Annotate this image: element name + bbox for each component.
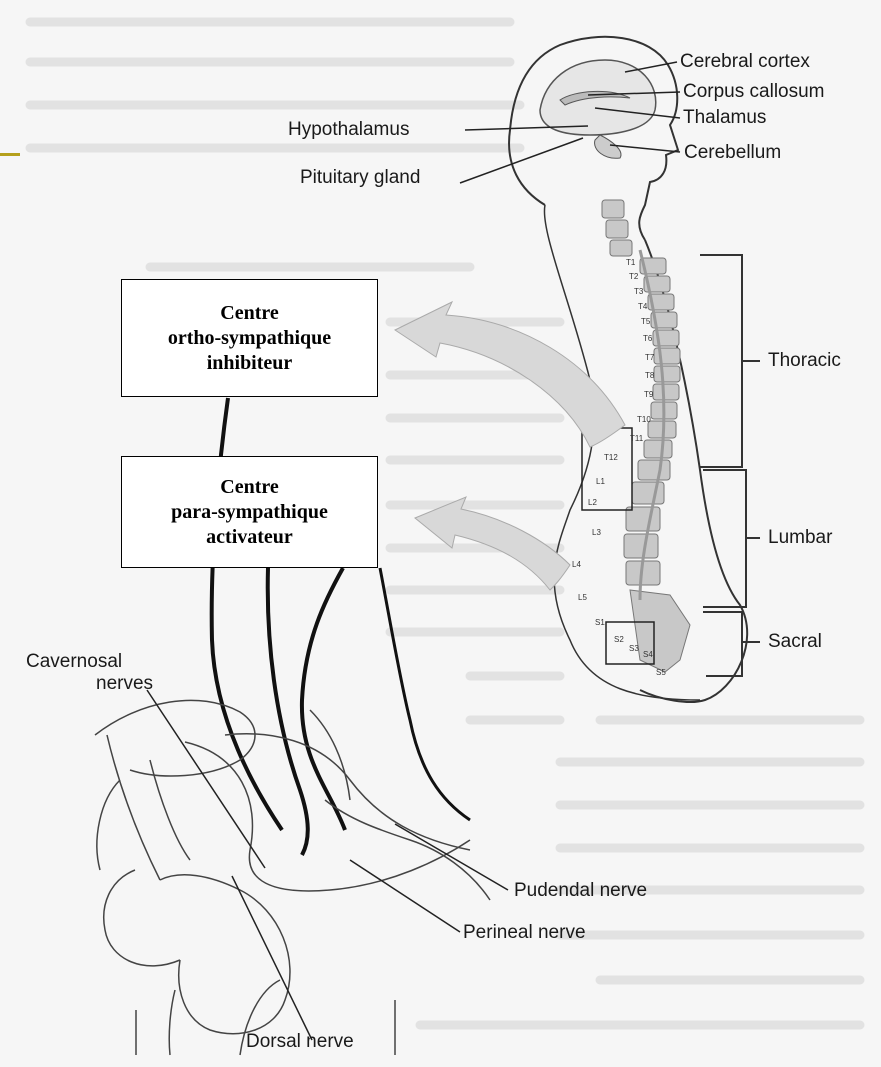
para-centre-line3: activateur — [122, 525, 377, 550]
sacral-bracket — [703, 612, 760, 676]
label-cerebellum: Cerebellum — [684, 143, 781, 162]
thoracic-bracket — [700, 255, 760, 467]
para-nerve-line-right — [302, 568, 345, 830]
vertebra-label: T5 — [641, 318, 650, 326]
vertebra-label: L5 — [578, 594, 587, 602]
vertebra-label: L1 — [596, 478, 605, 486]
ortho-centre-line2: ortho-sympathique — [122, 326, 377, 351]
label-dorsal-nerve: Dorsal nerve — [246, 1032, 354, 1051]
vertebra-label: L2 — [588, 499, 597, 507]
vertebra-label: T10 — [637, 416, 651, 424]
label-cavernosal-nerves-line1: Cavernosal — [26, 652, 122, 671]
label-pudendal-nerve: Pudendal nerve — [514, 881, 647, 900]
vertebra-label: T7 — [645, 354, 654, 362]
vertebra-label: T8 — [645, 372, 654, 380]
vertebra-label: L4 — [572, 561, 581, 569]
vertebra-label: S3 — [629, 645, 639, 653]
vertebra-label: S2 — [614, 636, 624, 644]
vertebra-label: T6 — [643, 335, 652, 343]
vertebra-label: T2 — [629, 273, 638, 281]
label-cerebral-cortex: Cerebral cortex — [680, 52, 810, 71]
para-centre-line1: Centre — [122, 475, 377, 500]
label-perineal-nerve: Perineal nerve — [463, 923, 586, 942]
label-corpus-callosum: Corpus callosum — [683, 82, 825, 101]
label-lumbar: Lumbar — [768, 528, 832, 547]
pelvic-anatomy-drawing — [95, 700, 490, 1055]
cerebellum-shape — [595, 135, 621, 158]
vertebra-label: T12 — [604, 454, 618, 462]
vertebra-label: T3 — [634, 288, 643, 296]
label-pituitary-gland: Pituitary gland — [300, 168, 420, 187]
vertebra-label: S1 — [595, 619, 605, 627]
vertebra-label: T4 — [638, 303, 647, 311]
vertebra-label: L3 — [592, 529, 601, 537]
ortho-sympathique-centre-box: Centre ortho-sympathique inhibiteur — [121, 279, 378, 397]
vertebra-label: S5 — [656, 669, 666, 677]
vertebra-label: T9 — [644, 391, 653, 399]
label-thalamus: Thalamus — [683, 108, 766, 127]
vertebra-label: S4 — [643, 651, 653, 659]
pudendal-nerve-line — [380, 568, 470, 820]
ortho-centre-line1: Centre — [122, 301, 377, 326]
para-sympathique-centre-box: Centre para-sympathique activateur — [121, 456, 378, 568]
label-thoracic: Thoracic — [768, 351, 841, 370]
label-sacral: Sacral — [768, 632, 822, 651]
vertebra-label: T11 — [630, 435, 643, 443]
vertebra-label: T1 — [626, 259, 635, 267]
para-centre-line2: para-sympathique — [122, 500, 377, 525]
label-cavernosal-nerves-line2: nerves — [96, 674, 153, 693]
label-hypothalamus: Hypothalamus — [288, 120, 409, 139]
nerve-leader-lines — [147, 690, 508, 1040]
ortho-centre-line3: inhibiteur — [122, 351, 377, 376]
